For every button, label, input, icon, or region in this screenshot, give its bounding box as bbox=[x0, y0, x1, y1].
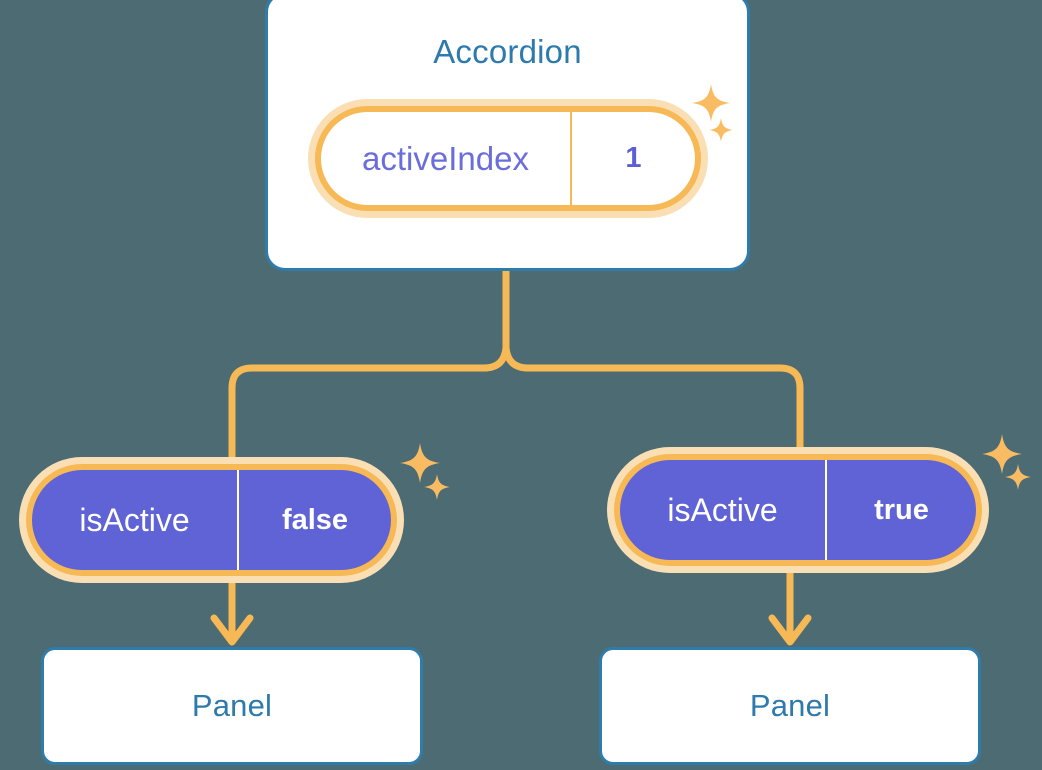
pill-body: activeIndex 1 bbox=[321, 112, 695, 205]
arrow-down-icon bbox=[210, 579, 254, 646]
panel-card-right[interactable]: Panel bbox=[599, 647, 981, 765]
panel-title: Panel bbox=[191, 688, 273, 723]
branch-connector-icon bbox=[228, 267, 804, 467]
pill-key-label: activeIndex bbox=[362, 139, 529, 177]
pill-value-label: false bbox=[237, 470, 391, 570]
pill-key-label: isActive bbox=[667, 491, 778, 528]
pill-highlight-ring: isActive false bbox=[26, 464, 397, 576]
pill-highlight-ring: activeIndex 1 bbox=[315, 106, 701, 211]
pill-value-label: true bbox=[825, 460, 976, 560]
state-pill-activeindex[interactable]: activeIndex 1 bbox=[308, 99, 708, 218]
prop-pill-isactive-true[interactable]: isActive true bbox=[607, 447, 989, 573]
sparkle-four-point-small-icon bbox=[1005, 464, 1031, 490]
arrow-down-icon bbox=[768, 569, 812, 646]
sparkle-four-point-small-icon bbox=[424, 474, 450, 500]
pill-highlight-ring: isActive true bbox=[614, 454, 982, 566]
panel-card-left[interactable]: Panel bbox=[41, 647, 423, 765]
sparkle-four-point-icon bbox=[982, 434, 1022, 474]
pill-value-label: 1 bbox=[570, 112, 695, 205]
pill-key-label: isActive bbox=[79, 501, 190, 538]
panel-title: Panel bbox=[749, 688, 831, 723]
prop-pill-isactive-false[interactable]: isActive false bbox=[19, 457, 404, 583]
pill-body: isActive false bbox=[32, 470, 391, 570]
page-title: Accordion bbox=[433, 33, 582, 70]
pill-body: isActive true bbox=[620, 460, 976, 560]
sparkle-four-point-icon bbox=[400, 443, 440, 483]
